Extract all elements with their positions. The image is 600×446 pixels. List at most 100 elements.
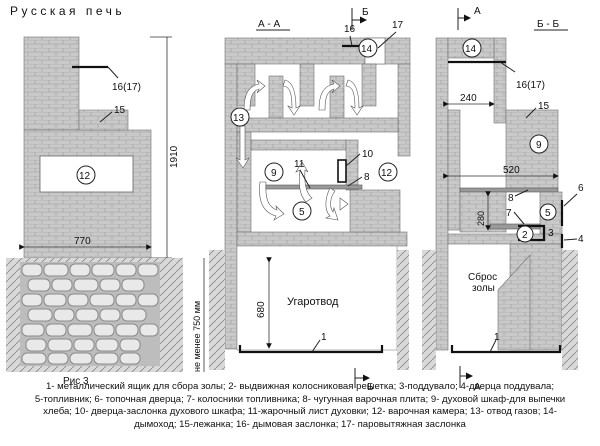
aa-firebox-floor [236, 231, 408, 247]
aa-ash-box [238, 345, 384, 354]
bb-flue-outlet-line2: золы [472, 283, 495, 294]
bb-flue-outlet-line1: Сброс [468, 271, 497, 283]
legend-line-2: 5-топливник; 6- топочная дверца; 7- коло… [34, 393, 566, 405]
aa-callout-11: 11 [294, 159, 305, 170]
bb-leader-8 [514, 189, 529, 197]
section-bb: Б - Б А А 240 520 [422, 6, 584, 393]
aa-callout-9: 9 [271, 168, 277, 179]
bb-leader-15 [525, 107, 537, 119]
diagram-title: Русская печь [10, 4, 125, 18]
dim-240-value: 240 [460, 93, 477, 104]
foundation-stones [21, 263, 159, 365]
aa-soil-right [397, 250, 409, 370]
legend-line-1: 1- металлический ящик для сбора золы; 2-… [45, 381, 555, 392]
aa-left-wall [224, 63, 238, 350]
aa-callout-10: 10 [362, 149, 374, 160]
aa-leader-17 [377, 31, 397, 49]
bb-callout-15: 15 [538, 101, 550, 112]
front-bed-leader [99, 111, 113, 123]
aa-callout-13-circle [230, 107, 250, 127]
bb-leader-1 [489, 339, 497, 353]
bb-callout-5: 5 [545, 208, 551, 219]
bb-cut-a-top-label: А [474, 6, 481, 17]
bb-leader-16-17 [499, 61, 516, 73]
aa-callout-5: 5 [299, 207, 305, 218]
legend-line-3: хлеба; 10- дверца-заслонка духового шкаф… [43, 406, 557, 418]
bb-leader-7 [513, 211, 525, 225]
bb-callout-2-circle [516, 225, 534, 243]
dim-min-foundation: не менее 750 мм [192, 301, 202, 372]
aa-leader-16 [349, 35, 353, 47]
aa-leader-10 [345, 153, 361, 167]
bb-callout-1: 1 [494, 332, 500, 343]
bb-leader-6 [563, 193, 578, 207]
aa-right-wall [397, 63, 411, 157]
bb-callout-14-circle [462, 38, 482, 58]
front-callout-16-17: 16(17) [112, 82, 141, 93]
aa-cut-b-bottom-label: Б [367, 382, 374, 393]
aa-callout-17: 17 [392, 20, 404, 31]
bb-callout-14: 14 [465, 44, 477, 55]
aa-plate-base [349, 189, 401, 233]
bb-leader-4 [563, 238, 578, 241]
bb-callout-7: 7 [506, 208, 512, 219]
bb-callout-5-circle [539, 203, 557, 221]
bb-chimney-left [435, 37, 449, 351]
dim-770-value: 770 [74, 236, 91, 247]
aa-ash-box-leader [311, 339, 321, 353]
bb-callout-3: 3 [548, 228, 554, 239]
aa-callout-9-circle [264, 162, 284, 182]
aa-callout-13: 13 [233, 113, 245, 124]
aa-callout-8: 8 [364, 172, 370, 183]
front-chimney [23, 36, 80, 131]
aa-callout-1: 1 [321, 332, 327, 343]
bb-callout-9: 9 [536, 140, 542, 151]
aa-channel-wall-3 [299, 63, 315, 107]
aa-channel-wall-2 [268, 75, 284, 119]
front-shoulder [78, 109, 129, 131]
bb-body-inner [447, 109, 461, 231]
aa-oven-roof [250, 139, 347, 151]
aa-callout-16: 16 [344, 24, 356, 35]
dim-280-value: 280 [476, 211, 486, 226]
aa-channel-floor [236, 117, 399, 133]
bb-callout-6: 6 [578, 183, 584, 194]
bb-callout-8: 8 [508, 193, 514, 204]
bb-ash-chute [497, 254, 531, 351]
section-aa-title: А - А [258, 19, 281, 30]
aa-channel-wall-4 [329, 75, 345, 119]
front-view: 16(17) 15 12 770 1910 [6, 36, 183, 387]
bb-callout-4: 4 [578, 234, 584, 245]
bb-callout-9-circle [529, 134, 549, 154]
aa-ash-chamber [236, 245, 398, 351]
bb-callout-16-17: 16(17) [516, 80, 545, 91]
aa-leader-11 [299, 169, 311, 189]
bb-soil-right [562, 250, 578, 370]
aa-soil [209, 250, 225, 370]
front-callout-12-circle [76, 165, 96, 185]
bb-callout-2: 2 [522, 230, 528, 241]
front-callout-15: 15 [114, 105, 126, 116]
aa-callout-5-circle [292, 201, 312, 221]
aa-oven-door [337, 159, 347, 183]
bb-cut-a-bottom-label: А [474, 382, 481, 393]
aa-leader-8 [347, 176, 363, 187]
aa-gas-flow-arrows [235, 79, 364, 221]
aa-ash-pit-label: Угаротвод [287, 296, 339, 308]
aa-cooking-plate [261, 184, 363, 190]
legend: 1- металлический ящик для сбора золы; 2-… [2, 381, 598, 431]
section-bb-title: Б - Б [537, 19, 559, 30]
dim-1910-value: 1910 [169, 145, 180, 168]
front-body [23, 129, 152, 259]
bb-ash-box [450, 345, 562, 354]
dim-520-value: 520 [503, 165, 520, 176]
figure-caption: Рис 3 [63, 376, 89, 387]
aa-channel-wall-5 [361, 63, 377, 107]
aa-callout-14-circle [358, 38, 378, 58]
legend-line-4: дымоход; 15-лежанка; 16- дымовая заслонк… [134, 418, 466, 430]
bb-soil [422, 250, 436, 370]
front-callout-12: 12 [79, 171, 91, 182]
aa-callout-12-circle [378, 162, 398, 182]
bb-cooking-plate [459, 187, 559, 193]
